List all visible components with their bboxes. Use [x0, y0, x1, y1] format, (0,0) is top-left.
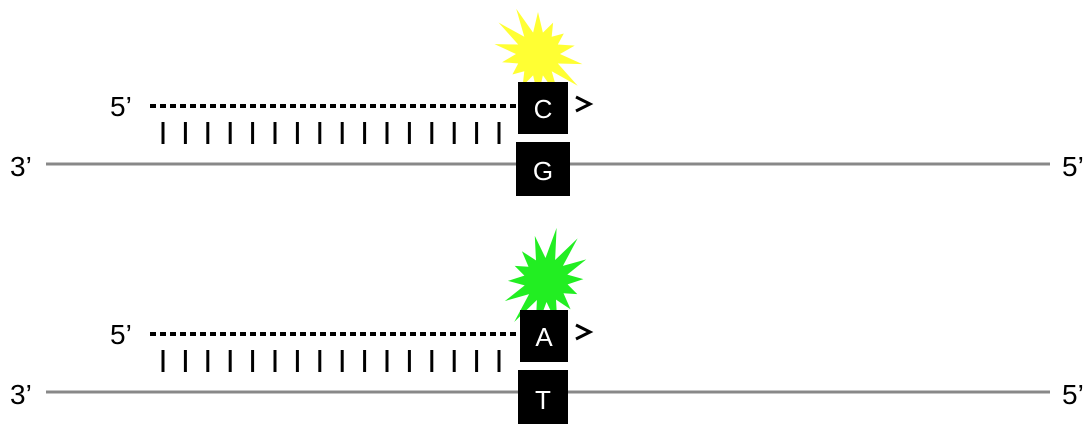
primer-five-prime-label: 5’ — [110, 91, 132, 122]
starburst-icon — [504, 227, 587, 332]
template-base-label: G — [533, 156, 553, 186]
primer-five-prime-label: 5’ — [110, 319, 132, 350]
base-pair-ticks — [161, 122, 501, 144]
panel-top: 3’ 5’ 5’ C G — [10, 8, 1084, 196]
template-five-prime-label: 5’ — [1062, 379, 1084, 410]
extension-arrow-icon — [575, 95, 594, 113]
template-five-prime-label: 5’ — [1062, 151, 1084, 182]
starburst-icon — [494, 8, 583, 99]
panel-bottom: 3’ 5’ 5’ A T — [10, 227, 1084, 424]
incorporated-base-box — [520, 310, 568, 362]
incorporated-base-label: A — [535, 322, 553, 352]
template-base-box — [516, 142, 570, 196]
incorporated-base-box — [518, 82, 568, 134]
template-three-prime-label: 3’ — [10, 151, 32, 182]
extension-arrow-icon — [575, 323, 594, 341]
template-base-box — [518, 370, 568, 424]
template-base-label: T — [535, 385, 551, 415]
base-pair-ticks — [161, 350, 501, 372]
incorporated-base-label: C — [534, 94, 553, 124]
template-three-prime-label: 3’ — [10, 379, 32, 410]
